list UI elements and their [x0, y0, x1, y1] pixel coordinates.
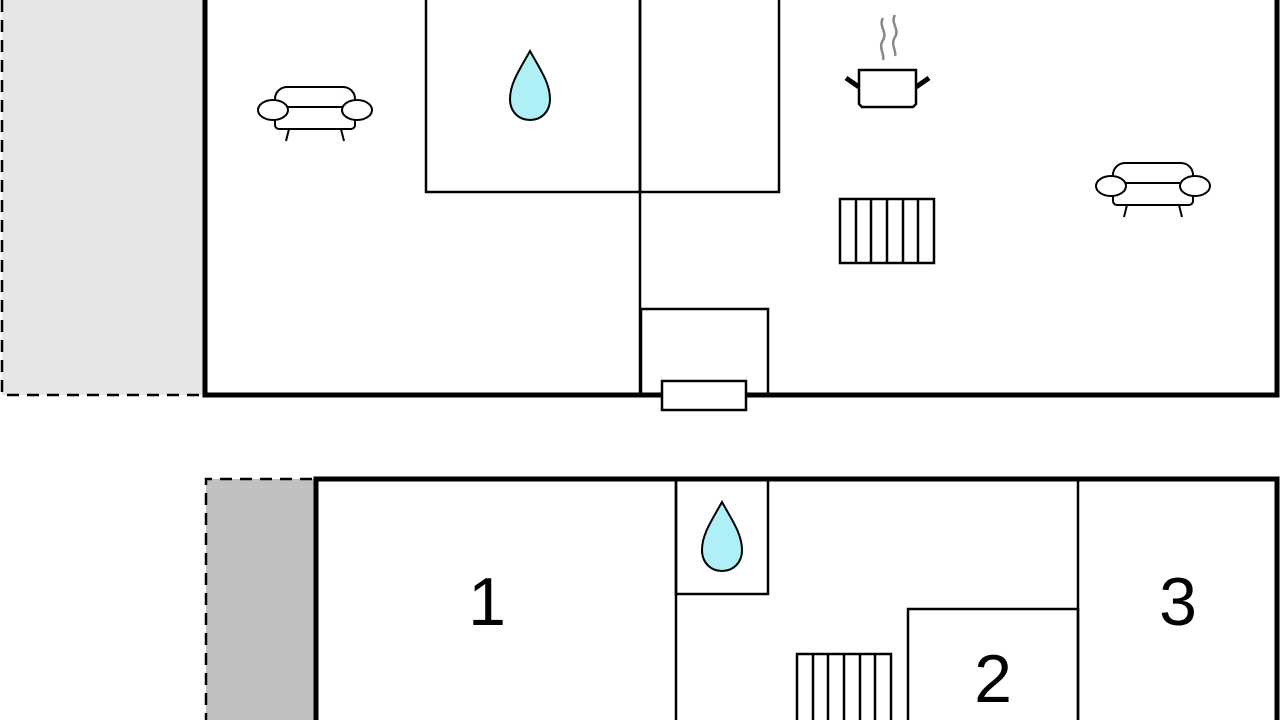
bathroom-lower: [674, 477, 770, 596]
lower-floor: 1 2 3: [204, 476, 1280, 720]
radiator-icon: [795, 652, 893, 720]
room-label-1: 1: [468, 564, 506, 640]
sofa-icon: [257, 86, 373, 142]
outer-wall-lower: [313, 476, 1280, 720]
terrace-upper: [2, 0, 204, 395]
door[interactable]: [660, 379, 748, 412]
terrace-lower: [206, 479, 315, 720]
sofa-icon: [1095, 162, 1211, 218]
water-drop-icon: [509, 50, 551, 121]
room-label-2: 2: [974, 641, 1012, 717]
cooking-pot-icon: [844, 14, 931, 109]
room-upper-middle: [638, 0, 781, 194]
room-label-3: 3: [1159, 564, 1197, 640]
radiator-icon: [838, 197, 936, 265]
room-2-walls: [906, 607, 1080, 720]
water-drop-icon: [701, 501, 743, 572]
upper-floor: [0, 0, 1280, 412]
